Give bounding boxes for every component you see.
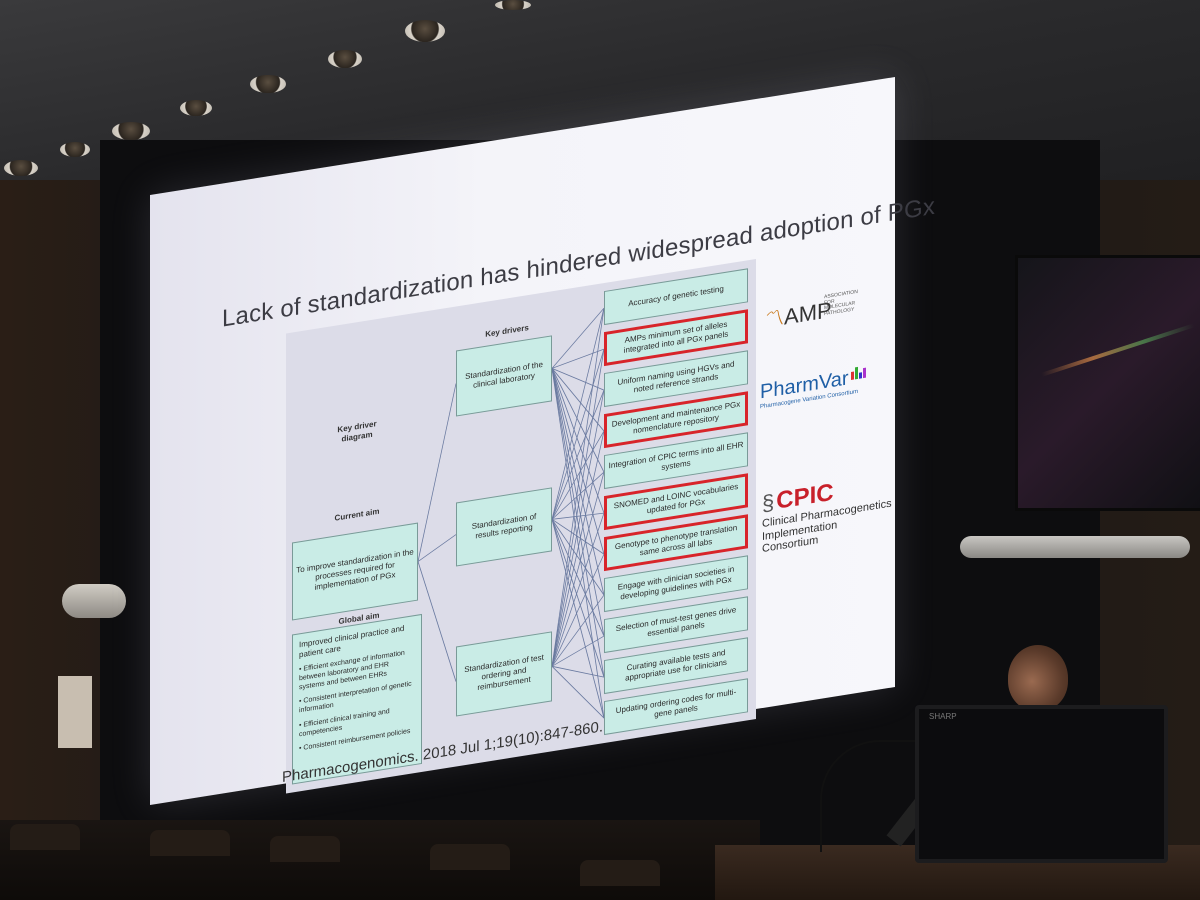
- presenter: [1000, 645, 1080, 745]
- dna-icon: §: [762, 489, 775, 517]
- connector-line: [551, 519, 605, 719]
- wall-tv: [1015, 255, 1200, 511]
- amp-logo-subtitle: ASSOCIATION FOR MOLECULAR PATHOLOGY: [824, 288, 858, 317]
- connector-line: [551, 430, 605, 520]
- connector-line: [551, 471, 605, 520]
- pharmvar-logo: PharmVar Pharmacogene Variation Consorti…: [760, 365, 867, 410]
- connector-line: [551, 519, 605, 596]
- projected-slide: Lack of standardization has hindered wid…: [150, 77, 935, 805]
- monitor-brand: SHARP: [929, 712, 957, 721]
- connector-line: [551, 368, 605, 719]
- presenter-head: [1008, 645, 1068, 711]
- connector-line: [551, 472, 605, 667]
- connector-line: [551, 349, 605, 520]
- seat: [270, 836, 340, 862]
- cable: [820, 740, 922, 852]
- audience-seats: [0, 820, 760, 900]
- wall-sign: [58, 676, 92, 748]
- connector-line: [551, 368, 605, 473]
- pharmvar-bars-icon: [850, 365, 867, 386]
- seat: [10, 824, 80, 850]
- connector-line: [551, 348, 605, 369]
- seat: [430, 844, 510, 870]
- ceiling-light: [495, 0, 531, 10]
- connector-line: [551, 307, 605, 369]
- connector-line: [551, 513, 605, 667]
- connector-line: [551, 368, 605, 432]
- connector-line: [551, 308, 605, 520]
- connector-line: [551, 367, 605, 391]
- connector-line: [551, 390, 605, 667]
- key-driver-diagram: Key drivers Key driver diagram Current a…: [286, 259, 756, 794]
- connector-line: [551, 349, 605, 667]
- cpic-logo: §CPIC Clinical Pharmacogenetics Implemen…: [762, 469, 895, 556]
- ceiling-light: [328, 50, 362, 68]
- connector-line: [551, 553, 605, 667]
- ceiling-light: [4, 160, 38, 176]
- podium-monitor: SHARP: [915, 705, 1168, 863]
- ceiling-light: [60, 142, 90, 157]
- ceiling-light: [250, 75, 286, 93]
- connector-line: [551, 368, 605, 514]
- ceiling-light: [112, 122, 150, 140]
- connector-line: [551, 308, 605, 667]
- connector-line: [551, 519, 605, 678]
- ceiling-light: [405, 20, 445, 42]
- connector-line: [551, 666, 605, 719]
- connector-line: [417, 534, 457, 562]
- connector-line: [551, 368, 605, 555]
- tv-reflection: [1041, 323, 1195, 377]
- connector-line: [417, 383, 457, 562]
- seat: [150, 830, 230, 856]
- connector-line: [551, 368, 605, 637]
- wall-pipe: [960, 536, 1190, 558]
- wall-fixture: [62, 584, 126, 618]
- connector-line: [551, 389, 605, 520]
- ceiling-light: [180, 100, 212, 116]
- seat: [580, 860, 660, 886]
- connector-line: [551, 512, 605, 520]
- amp-logo: 〽AMP ASSOCIATION FOR MOLECULAR PATHOLOGY: [762, 289, 858, 335]
- connector-line: [551, 368, 605, 596]
- connector-lines: [417, 307, 605, 719]
- connector-line: [551, 431, 605, 667]
- connector-line: [551, 635, 605, 667]
- amp-logo-mark: 〽AMP: [762, 297, 832, 334]
- connector-line: [551, 368, 605, 678]
- connector-line: [551, 665, 605, 678]
- connector-line: [551, 519, 605, 637]
- connector-line: [417, 561, 457, 682]
- connector-line: [551, 518, 605, 555]
- connector-line: [551, 594, 605, 667]
